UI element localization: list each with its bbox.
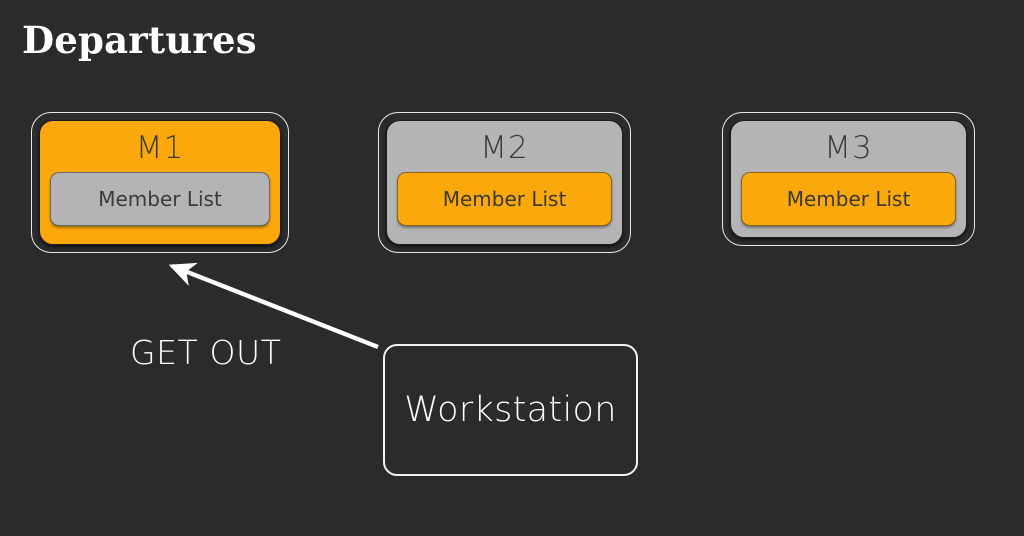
node-m3[interactable]: M3 Member List	[722, 112, 975, 246]
node-m3-label: M3	[824, 130, 873, 166]
node-m2-label: M2	[480, 130, 529, 166]
node-m2[interactable]: M2 Member List	[378, 112, 631, 253]
node-m3-card: M3 Member List	[730, 120, 967, 238]
node-m1-card: M1 Member List	[39, 120, 281, 245]
node-m2-member-list-label: Member List	[442, 187, 567, 211]
node-m1-label: M1	[135, 130, 185, 166]
node-workstation-label: Workstation	[404, 389, 617, 430]
node-m1-member-list-button[interactable]: Member List	[50, 172, 270, 226]
node-m3-member-list-button[interactable]: Member List	[741, 172, 956, 226]
node-m1-member-list-label: Member List	[98, 187, 222, 211]
node-m1[interactable]: M1 Member List	[31, 112, 289, 253]
node-m3-member-list-label: Member List	[786, 187, 911, 211]
node-m2-member-list-button[interactable]: Member List	[397, 172, 612, 226]
node-workstation[interactable]: Workstation	[383, 344, 638, 476]
page-title: Departures	[22, 18, 257, 62]
node-m2-card: M2 Member List	[386, 120, 623, 245]
arrow-caption-get-out: GET OUT	[130, 333, 282, 372]
